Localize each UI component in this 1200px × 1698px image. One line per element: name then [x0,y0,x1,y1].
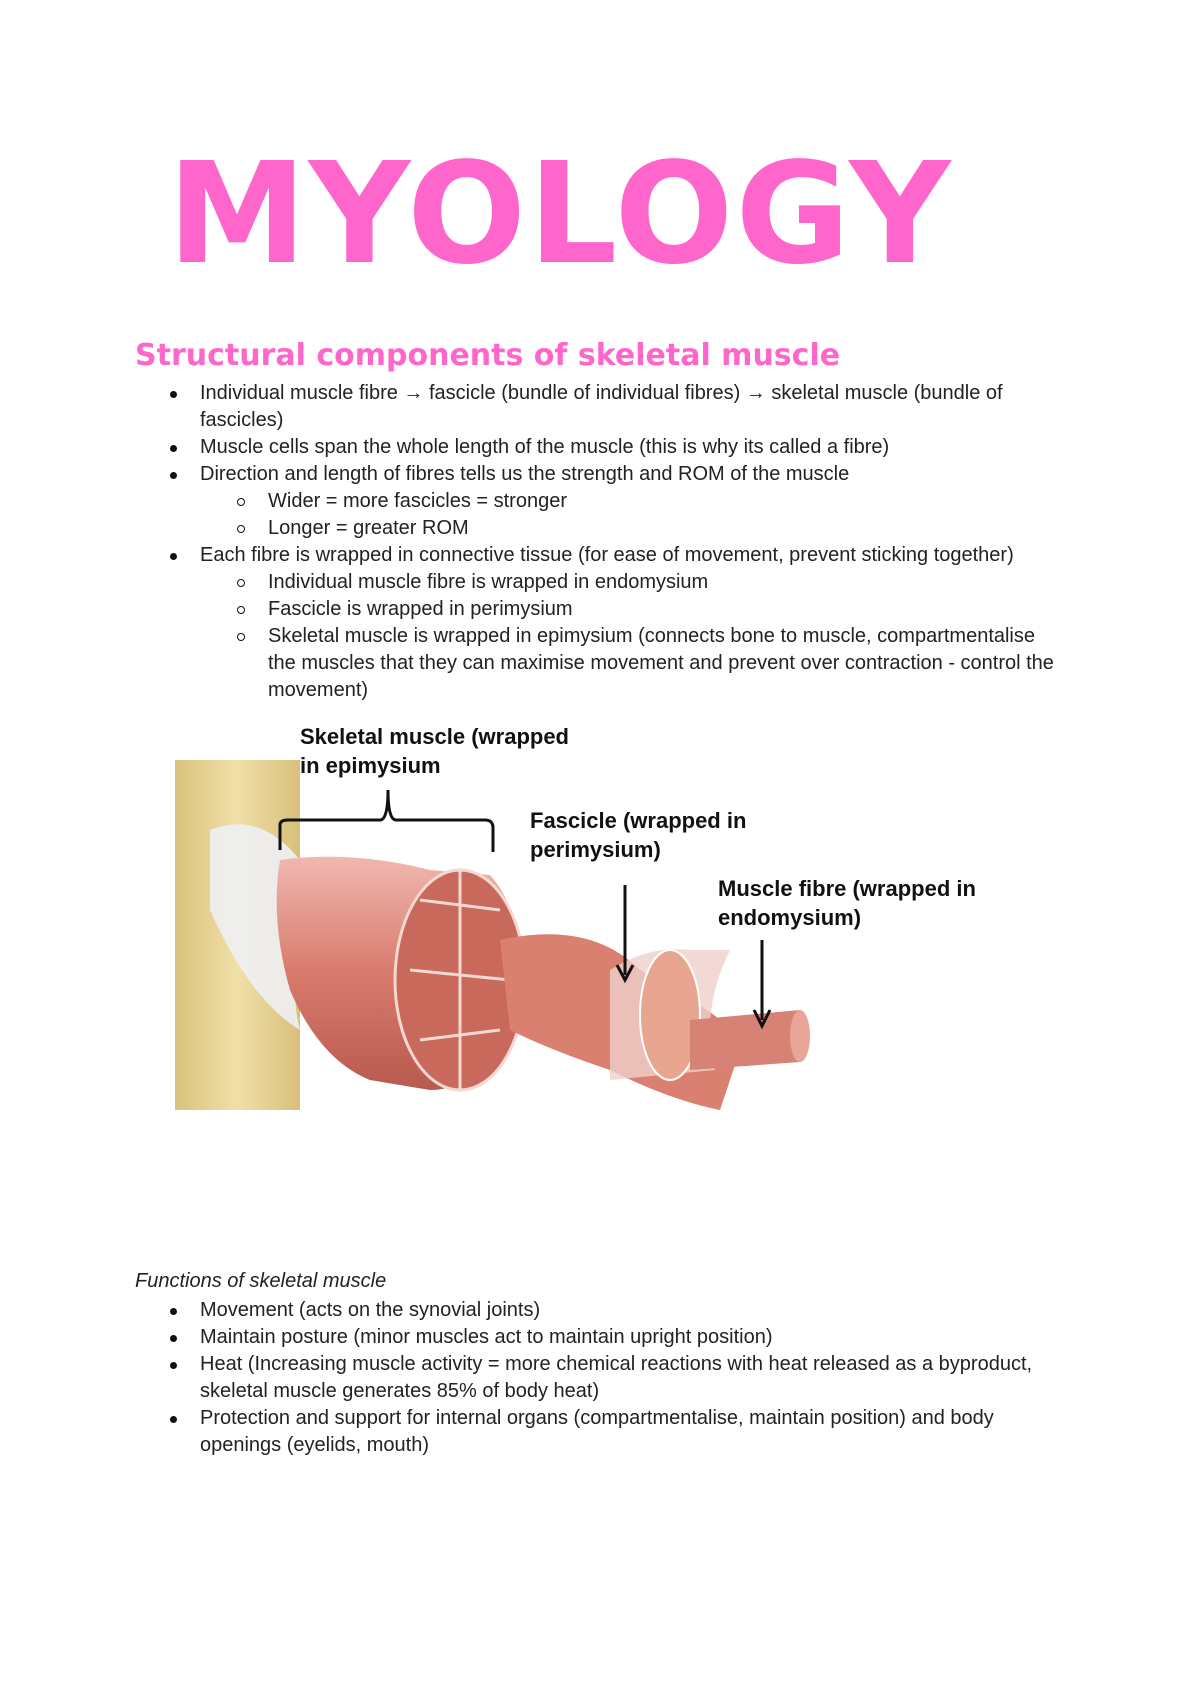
bullet-icon [170,1335,177,1342]
list-item: Skeletal muscle is wrapped in epimysium … [135,623,1055,704]
list-item: Longer = greater ROM [135,515,1055,542]
list-item: Maintain posture (minor muscles act to m… [135,1324,1055,1351]
svg-text:Fascicle (wrapped in: Fascicle (wrapped in [530,808,746,833]
svg-text:Muscle fibre (wrapped in: Muscle fibre (wrapped in [718,876,976,901]
document-title: MYOLOGY [167,133,953,296]
list-item-text: Protection and support for internal orga… [200,1407,994,1456]
list-item: Heat (Increasing muscle activity = more … [135,1351,1055,1405]
arrow-fascicle [615,885,635,984]
label-skeletal-muscle: Skeletal muscle (wrapped in epimysium [300,724,569,778]
section-heading-functions: Functions of skeletal muscle [135,1270,387,1292]
list-item-text: Muscle cells span the whole length of th… [200,436,890,458]
list-item-text: Individual muscle fibre is wrapped in en… [268,571,709,593]
label-fascicle: Fascicle (wrapped in perimysium) [530,808,746,862]
list-item: Movement (acts on the synovial joints) [135,1297,1055,1324]
list-item-text: Wider = more fascicles = stronger [268,490,567,512]
svg-text:perimysium): perimysium) [530,837,661,862]
list-item: Muscle cells span the whole length of th… [135,434,1055,461]
list-item-text: Longer = greater ROM [268,517,469,539]
list-item: Individual muscle fibre is wrapped in en… [135,569,1055,596]
svg-text:endomysium): endomysium) [718,905,861,930]
structural-list: Individual muscle fibre → fascicle (bund… [135,380,1055,704]
list-item: Individual muscle fibre → fascicle (bund… [135,380,1055,434]
muscle-structure-figure: Skeletal muscle (wrapped in epimysium Fa… [175,724,976,1110]
functions-list: Movement (acts on the synovial joints) Ma… [135,1297,1055,1459]
svg-text:in epimysium: in epimysium [300,753,441,778]
list-item-text: Each fibre is wrapped in connective tiss… [200,544,1014,566]
list-item: Each fibre is wrapped in connective tiss… [135,542,1055,569]
bullet-icon [170,553,177,560]
label-muscle-fibre: Muscle fibre (wrapped in endomysium) [718,876,976,930]
hollow-bullet-icon [237,606,245,614]
list-item-text: Individual muscle fibre → fascicle (bund… [200,382,1003,431]
list-item: Direction and length of fibres tells us … [135,461,1055,488]
list-item-text: Fascicle is wrapped in perimysium [268,598,573,620]
arrow-fibre [752,940,772,1030]
list-item: Wider = more fascicles = stronger [135,488,1055,515]
bullet-icon [170,445,177,452]
list-item: Fascicle is wrapped in perimysium [135,596,1055,623]
bullet-icon [170,1362,177,1369]
section-heading-structural: Structural components of skeletal muscle [135,338,841,373]
bullet-icon [170,391,177,398]
bullet-icon [170,1308,177,1315]
hollow-bullet-icon [237,579,245,587]
list-item-text: Maintain posture (minor muscles act to m… [200,1326,773,1348]
list-item-text: Skeletal muscle is wrapped in epimysium … [268,625,1054,701]
hollow-bullet-icon [237,633,245,641]
bullet-icon [170,472,177,479]
fibre-shape [690,1010,808,1070]
hollow-bullet-icon [237,498,245,506]
hollow-bullet-icon [237,525,245,533]
list-item-text: Direction and length of fibres tells us … [200,463,850,485]
svg-text:Skeletal muscle (wrapped: Skeletal muscle (wrapped [300,724,569,749]
bullet-icon [170,1416,177,1423]
bracket [278,789,495,852]
list-item-text: Movement (acts on the synovial joints) [200,1299,541,1321]
list-item-text: Heat (Increasing muscle activity = more … [200,1353,1033,1402]
list-item: Protection and support for internal orga… [135,1405,1055,1459]
